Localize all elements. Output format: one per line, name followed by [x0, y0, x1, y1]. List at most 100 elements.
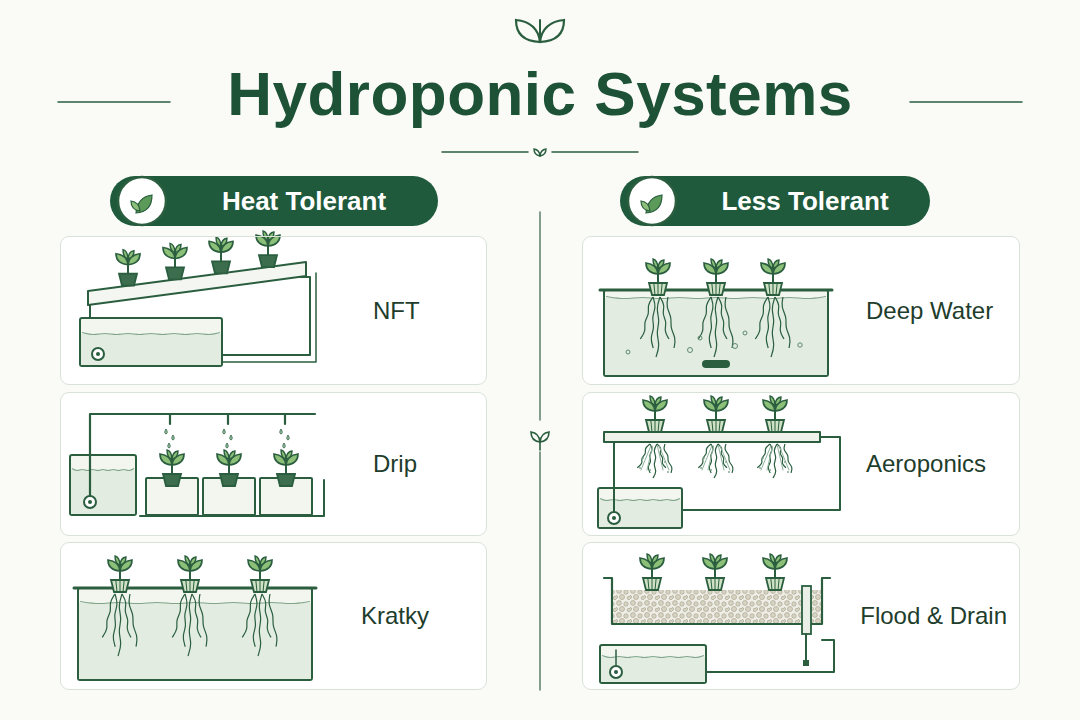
mist-dot [642, 457, 644, 459]
mist-dot [703, 457, 705, 459]
net-slot [655, 420, 656, 432]
net-slot [775, 578, 776, 590]
plant [763, 396, 787, 432]
plant [178, 556, 202, 592]
mist-dot [667, 471, 669, 473]
sprout-icon [531, 432, 540, 442]
leaf [775, 555, 781, 563]
system-name: NFT [373, 297, 420, 325]
root [183, 594, 187, 647]
drip-drop [230, 435, 233, 440]
emitter [284, 414, 286, 424]
root [714, 297, 718, 357]
reservoir [600, 645, 706, 683]
root [129, 594, 137, 647]
water-surface [72, 469, 134, 471]
mist-dot [700, 467, 702, 469]
root [714, 444, 718, 478]
leaf [216, 237, 221, 246]
leaf [260, 557, 266, 565]
air-bubble [743, 331, 747, 335]
leaf [658, 260, 664, 268]
pump-hub [88, 500, 92, 504]
water [71, 470, 135, 514]
standpipe [802, 586, 811, 634]
divider-line [539, 212, 541, 420]
plant [643, 396, 667, 432]
net-pot [166, 267, 184, 279]
leaf [190, 557, 196, 565]
plant [704, 259, 728, 295]
return-pipe [222, 277, 310, 355]
leaf [716, 397, 722, 405]
leaf [711, 396, 716, 405]
plant [217, 450, 241, 486]
root [766, 297, 770, 348]
net-pot [707, 283, 725, 295]
leaf [120, 557, 126, 565]
leaf [711, 259, 716, 268]
header-icon [114, 173, 170, 229]
water-surface [82, 333, 220, 335]
mist-dot [710, 469, 712, 471]
net-pot [766, 578, 784, 590]
leaf [655, 397, 661, 405]
net-slot [260, 580, 261, 592]
header-label: Heat Tolerant [222, 186, 386, 217]
mist-spray [720, 446, 730, 470]
system-name: Aeroponics [866, 450, 986, 478]
emitter [169, 414, 171, 424]
net-slot [712, 283, 713, 295]
net-slot [661, 283, 662, 295]
category-header: Heat Tolerant [110, 176, 438, 226]
water [599, 500, 681, 527]
valve [803, 660, 809, 666]
leaf-icon [540, 20, 564, 42]
net-pot [277, 474, 295, 486]
leaf-icon [516, 20, 540, 42]
leaf [286, 451, 292, 459]
pump [610, 666, 622, 678]
supply-pipe [613, 442, 615, 512]
icon-leaf [641, 201, 650, 211]
system-name: Kratky [361, 602, 429, 630]
net-slot [775, 420, 776, 432]
reservoir [598, 488, 682, 528]
net-pot [766, 420, 784, 432]
air-bubble [798, 343, 802, 347]
icon-circle [628, 177, 676, 225]
feed-pipe [615, 650, 617, 666]
net-slot [716, 283, 717, 295]
root [118, 594, 122, 656]
sprout-icon [540, 432, 549, 442]
mist-dot [787, 471, 789, 473]
system-card: Aeroponics [582, 392, 1020, 536]
leaf [768, 259, 773, 268]
plant [160, 450, 184, 486]
pump [84, 496, 96, 508]
mist-spray [779, 446, 789, 470]
pump-hub [612, 516, 616, 520]
pump [608, 512, 620, 524]
net-slot [654, 283, 655, 295]
root [102, 594, 115, 637]
root [709, 297, 713, 348]
root [725, 297, 733, 348]
plant [209, 237, 233, 273]
net-slot [771, 578, 772, 590]
leaf [715, 555, 721, 563]
net-pot [706, 578, 724, 590]
net-slot [658, 283, 659, 295]
drip-drop [280, 429, 283, 434]
air-stone [702, 360, 730, 368]
plant [704, 396, 728, 432]
plant [108, 556, 132, 592]
reservoir [70, 455, 136, 515]
net-slot [652, 578, 653, 590]
net-slot [120, 580, 121, 592]
leaf [647, 554, 652, 563]
mist-spray [708, 446, 714, 470]
net-pot [649, 283, 667, 295]
mist-dot [784, 461, 786, 463]
mist-dot [762, 457, 764, 459]
